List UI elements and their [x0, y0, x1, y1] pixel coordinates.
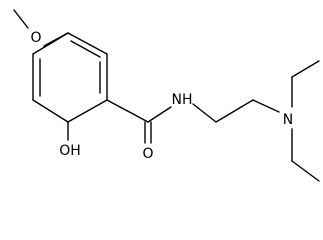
bond-methyl-o — [13, 9, 29, 29]
amine-nitrogen-label: N — [283, 112, 293, 128]
bond-nh-ch2 — [192, 103, 217, 123]
atom-labels: O OH O NH N — [30, 30, 293, 162]
molecule-structure: O OH O NH N — [13, 9, 320, 182]
ring-bond-6 — [32, 32, 69, 55]
bond-ring-carbonyl — [106, 99, 149, 123]
ring-bond-4 — [32, 99, 69, 123]
bond-carbonyl-nh — [147, 106, 172, 123]
hydroxyl-label: OH — [59, 143, 81, 159]
amide-nh-label: NH — [172, 92, 193, 108]
bond-ch2-ch2 — [215, 99, 254, 123]
bond-ethyl1-ch3 — [291, 60, 320, 78]
ring-bond-3 — [67, 99, 108, 123]
bond-ethyl2-ch3 — [291, 160, 320, 182]
bond-layer — [13, 9, 320, 182]
ring-bond-1 — [67, 32, 108, 55]
carbonyl-oxygen-label: O — [142, 146, 153, 162]
ring-double-top — [70, 40, 101, 58]
bond-ch2-n — [252, 99, 280, 113]
methoxy-oxygen-label: O — [30, 30, 41, 46]
